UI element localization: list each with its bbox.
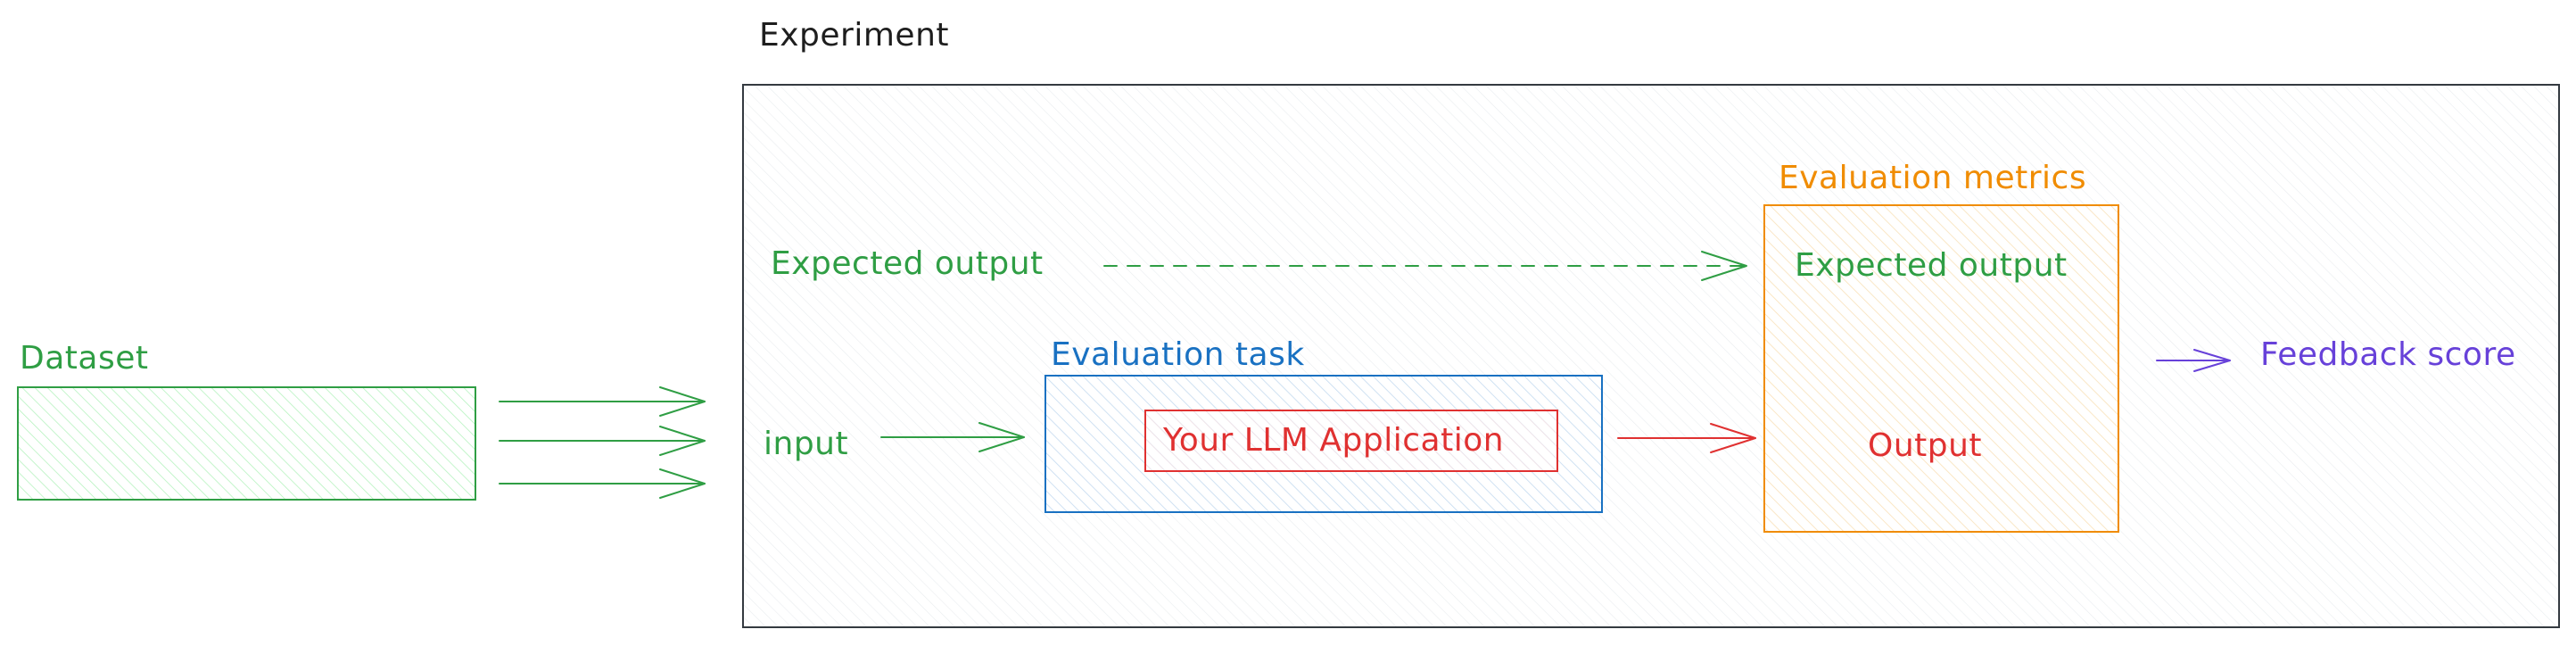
dataset-arrow-1 — [499, 386, 706, 417]
metrics-expected-output-label: Expected output — [1795, 247, 2068, 284]
feedback-arrow — [2156, 349, 2231, 372]
metrics-output-label: Output — [1868, 427, 1983, 464]
expected-output-arrow — [1103, 251, 1747, 281]
input-arrow — [880, 422, 1025, 452]
evaluation-task-title: Evaluation task — [1051, 336, 1305, 373]
feedback-score-label: Feedback score — [2260, 336, 2516, 373]
dataset-arrow-2 — [499, 426, 706, 456]
experiment-title: Experiment — [759, 17, 950, 54]
dataset-arrow-3 — [499, 468, 706, 499]
input-label: input — [764, 426, 849, 462]
dataset-arrows — [499, 386, 706, 499]
output-arrow — [1617, 423, 1756, 453]
llm-application-box — [1144, 410, 1558, 472]
experiment-box — [742, 84, 2560, 628]
dataset-box — [17, 386, 476, 501]
llm-application-label: Your LLM Application — [1163, 422, 1505, 459]
evaluation-metrics-title: Evaluation metrics — [1779, 160, 2087, 196]
dataset-label: Dataset — [20, 340, 149, 377]
expected-output-label: Expected output — [771, 245, 1044, 282]
evaluation-metrics-box — [1763, 204, 2119, 533]
